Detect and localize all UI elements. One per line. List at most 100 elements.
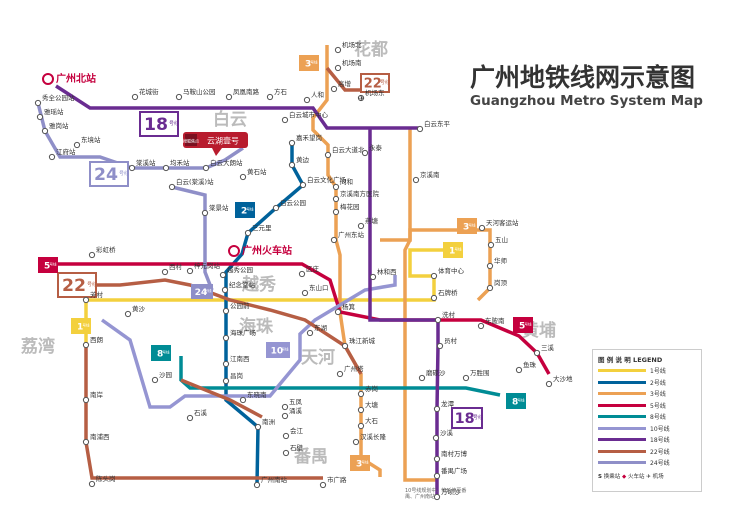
station[interactable]: 黄边 [288,155,310,169]
station[interactable]: 凤凰南路 [225,87,260,101]
station[interactable]: 白云大朗站 [202,158,243,172]
station[interactable]: 广州东站 [330,230,365,244]
station[interactable]: 白云(棠溪)站 [168,177,214,191]
station[interactable]: 石壁 [282,443,304,457]
station[interactable]: 机场北 [334,40,362,54]
station[interactable]: 燕塘 [357,216,379,230]
station[interactable]: 洗村 [434,310,456,324]
station[interactable]: 白云东平 [416,119,451,133]
station[interactable]: 体育中心 [430,266,465,280]
station[interactable]: 白云文化广场 [299,175,347,189]
station[interactable]: 白云公园 [272,198,306,212]
major-station[interactable]: 广州火车站 [228,244,292,257]
station[interactable]: 涌溪 [281,406,303,420]
station[interactable]: 汉溪长隆 [352,432,387,446]
station[interactable]: 万胜围 [462,368,490,382]
station[interactable]: 江南西 [222,354,250,368]
station[interactable]: 珠江新城 [341,336,376,350]
station[interactable]: 沙园 [151,371,172,384]
station[interactable]: 石牌桥 [430,288,458,302]
station[interactable]: 大塘 [357,400,379,414]
yunhu-marker[interactable]: 搜狐焦点 云湖壹号 [183,132,248,156]
station[interactable]: 陈头岗 [88,474,116,488]
station[interactable]: 三元里 [244,224,272,237]
station[interactable]: 机场南 [334,58,362,72]
station-dot [416,125,424,133]
station-dot [288,139,296,147]
station[interactable]: 雅瑶站 [36,107,64,121]
station-label: 梓元岗站 [194,261,221,270]
station[interactable]: 三溪 [533,343,555,357]
station[interactable]: 赤岗 [357,385,378,398]
station[interactable]: 龙潭 [433,399,455,413]
station[interactable]: 同和 [332,177,353,191]
station[interactable]: 西朗 [82,335,103,349]
station[interactable]: 东境站 [73,135,101,149]
station[interactable]: 岗顶 [486,279,508,292]
station[interactable]: 芳村 [82,290,104,304]
station[interactable]: 石溪 [186,408,208,422]
station[interactable]: 江府站 [48,147,76,161]
station[interactable]: 杨箕 [334,302,356,316]
station[interactable]: 会江 [282,426,304,440]
station[interactable]: 梅花园 [332,202,360,216]
station[interactable]: 方石 [266,87,288,101]
station[interactable]: 棠溪站 [128,158,156,172]
station[interactable]: 广州南站 [253,475,288,489]
station[interactable]: 秀全公园站 [34,93,75,107]
station[interactable]: 黄沙 [124,304,146,318]
station[interactable]: 员村 [436,336,458,350]
station[interactable]: 纪念堂站 [221,280,256,294]
station[interactable]: 彩虹桥 [88,245,116,259]
station[interactable]: 海珠广场 [222,328,257,342]
station[interactable]: 雅岗站 [41,121,69,135]
station[interactable]: 南岸 [82,390,104,404]
station[interactable]: 花城街 [131,87,159,101]
line-3 [311,45,382,477]
station[interactable]: 大沙地 [545,374,573,388]
station[interactable]: 市广路 [319,475,347,489]
station[interactable]: 南浦西 [82,432,110,446]
station[interactable]: 南村万博 [433,449,468,463]
station[interactable]: 梓元岗站 [186,261,221,275]
station-label: 东晓南 [247,390,267,399]
station[interactable]: 白云大道北 [324,145,365,159]
station[interactable]: 车陂南 [477,316,505,330]
station[interactable]: 番禺广场 [433,466,468,480]
station[interactable]: 西村 [161,262,183,276]
station[interactable]: 机场东 [357,88,385,102]
station[interactable]: 沙溪 [432,428,454,442]
station[interactable]: 嘉禾望岗 [288,133,322,147]
station[interactable]: 公园前 [222,301,250,315]
station[interactable]: 磨碟沙 [418,368,446,382]
station[interactable]: 永泰 [361,143,383,157]
station[interactable]: 京溪南 [412,170,440,184]
station-label: 嘉禾望岗 [296,133,322,142]
station[interactable]: 东湖 [306,323,328,337]
station[interactable]: 万顷沙 [433,488,461,501]
district-label: 白云 [213,109,247,130]
station[interactable]: 棠景站 [201,203,229,217]
major-station[interactable]: 广州北站 [42,72,96,85]
station[interactable]: 东晓南 [239,390,267,404]
station[interactable]: 均禾站 [162,158,190,172]
station[interactable]: 马鞍山公园 [175,87,216,101]
station[interactable]: 黄石站 [239,167,267,181]
station[interactable]: 区庄 [298,264,320,278]
station[interactable]: 白云城市中心 [281,110,329,124]
station[interactable]: 京溪南方医院 [332,189,380,203]
station[interactable]: 高增 [330,79,351,93]
station[interactable]: 五凤 [281,398,303,411]
station[interactable]: 鱼珠 [515,360,537,374]
station[interactable]: 广州塔 [336,364,364,378]
station[interactable]: 越秀公园 [219,265,253,279]
station[interactable]: 东山口 [301,283,329,297]
station[interactable]: 南洲 [254,417,275,431]
station[interactable]: 人和 [303,90,324,104]
station[interactable]: 大石 [357,416,379,430]
station[interactable]: 林和西 [369,267,397,281]
station[interactable]: 五山 [487,235,508,249]
station[interactable]: 华师 [486,256,508,270]
station[interactable]: 天河客运站 [478,218,519,232]
station[interactable]: 昌岗 [222,372,243,385]
